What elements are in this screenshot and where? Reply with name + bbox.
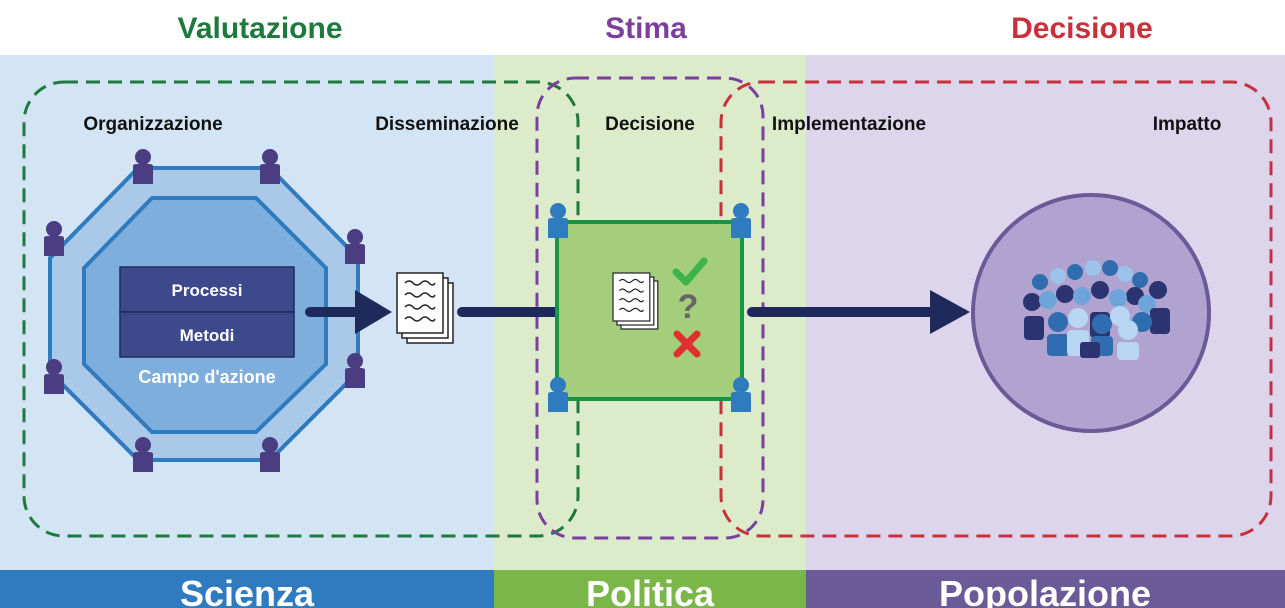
- stage-implementazione: Implementazione: [772, 114, 926, 135]
- footer-politica-bar: [494, 570, 806, 608]
- arrow-icon: [305, 290, 392, 334]
- footer-popolazione-bar: [806, 570, 1285, 608]
- person-icon: [44, 359, 64, 394]
- population-circle: [971, 193, 1211, 433]
- stage-organizzazione: Organizzazione: [83, 114, 222, 135]
- campo-label: Campo d'azione: [138, 367, 275, 387]
- person-icon: [731, 377, 751, 412]
- document-stack-icon: [396, 272, 454, 344]
- person-icon: [260, 149, 280, 184]
- person-icon: [133, 149, 153, 184]
- stage-decisione: Decisione: [605, 114, 695, 135]
- person-icon: [260, 437, 280, 472]
- processi-box: [119, 266, 295, 313]
- person-icon: [345, 229, 365, 264]
- footer-scienza-label: Scienza: [180, 573, 315, 608]
- person-icon: [548, 377, 568, 412]
- person-icon: [133, 437, 153, 472]
- person-icon: [731, 203, 751, 238]
- header-valutazione: Valutazione: [177, 12, 342, 45]
- metodi-label: Metodi: [180, 326, 235, 345]
- footer-scienza-bar: [0, 570, 494, 608]
- footer-politica-label: Politica: [586, 573, 715, 608]
- check-icon: [672, 257, 708, 286]
- person-icon: [548, 203, 568, 238]
- person-icon: [44, 221, 64, 256]
- document-stack-icon: [612, 272, 659, 330]
- person-icon: [345, 353, 365, 388]
- crowd-icon: [1023, 260, 1170, 360]
- metodi-box: [119, 311, 295, 358]
- processi-label: Processi: [172, 281, 243, 300]
- stage-disseminazione: Disseminazione: [375, 114, 519, 135]
- header-decisione: Decisione: [1011, 12, 1153, 45]
- stage-impatto: Impatto: [1153, 114, 1222, 135]
- question-icon: ?: [678, 288, 699, 326]
- cross-icon: [673, 330, 701, 358]
- header-stima: Stima: [605, 12, 687, 45]
- footer-popolazione-label: Popolazione: [939, 573, 1151, 608]
- arrow-icon: [747, 290, 970, 334]
- valutazione-outline: [22, 80, 580, 538]
